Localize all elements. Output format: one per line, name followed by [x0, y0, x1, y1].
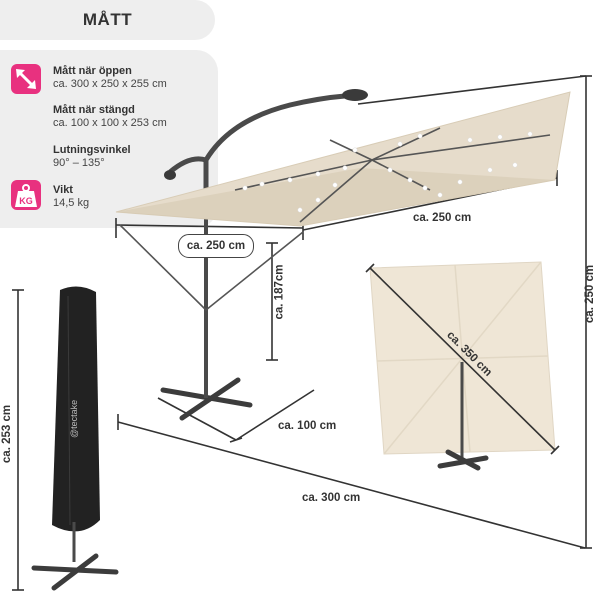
canopy-width-text: ca. 250 cm — [186, 240, 246, 252]
spec-closed: Mått när stängd ca. 100 x 100 x 253 cm — [53, 104, 167, 130]
spec-closed-value: ca. 100 x 100 x 253 cm — [53, 117, 167, 129]
spec-angle-value: 90° – 135° — [53, 157, 105, 169]
umbrella-arm — [203, 93, 346, 204]
spec-angle: Lutningsvinkel 90° – 135° — [53, 144, 131, 170]
canopy-ribs — [234, 127, 551, 223]
brand-logo: @tectake — [69, 400, 79, 438]
spec-weight-value: 14,5 kg — [53, 197, 90, 209]
total-height-label: ca. 250 cm — [584, 264, 597, 324]
spec-open-value: ca. 300 x 250 x 255 cm — [53, 78, 167, 90]
closed-height-label: ca. 253 cm — [1, 404, 14, 464]
spec-angle-label: Lutningsvinkel — [53, 144, 131, 156]
canopy-depth-label: ca. 250 cm — [413, 212, 472, 224]
spec-open-label: Mått när öppen — [53, 65, 132, 77]
support-struts — [119, 224, 304, 311]
kg-icon-text: KG — [19, 196, 33, 206]
spec-open: Mått när öppen ca. 300 x 250 x 255 cm — [53, 65, 167, 91]
canopy-underside — [116, 168, 555, 226]
spec-closed-label: Mått när stängd — [53, 104, 135, 116]
closed-umbrella-base — [31, 553, 119, 591]
diagonal-line — [369, 267, 556, 451]
weight-kg-icon: KG — [11, 180, 41, 210]
page-title: MÅTT — [82, 10, 133, 29]
canopy-height-label: ca. 187cm — [273, 264, 286, 320]
top-view-base — [437, 449, 489, 471]
base-size-label: ca. 100 cm — [278, 420, 337, 432]
closed-umbrella-cover — [52, 286, 100, 532]
total-width-label: ca. 300 cm — [302, 492, 361, 504]
canopy-width-label: ca. 250 cm — [178, 234, 254, 258]
spec-weight: Vikt 14,5 kg — [53, 184, 89, 210]
spec-weight-label: Vikt — [53, 184, 73, 196]
crank-handle — [164, 170, 176, 180]
solar-panel — [342, 89, 368, 101]
led-lights — [242, 131, 533, 213]
title-pill: MÅTT — [0, 0, 215, 40]
diagonal-arrows-icon — [11, 64, 41, 94]
